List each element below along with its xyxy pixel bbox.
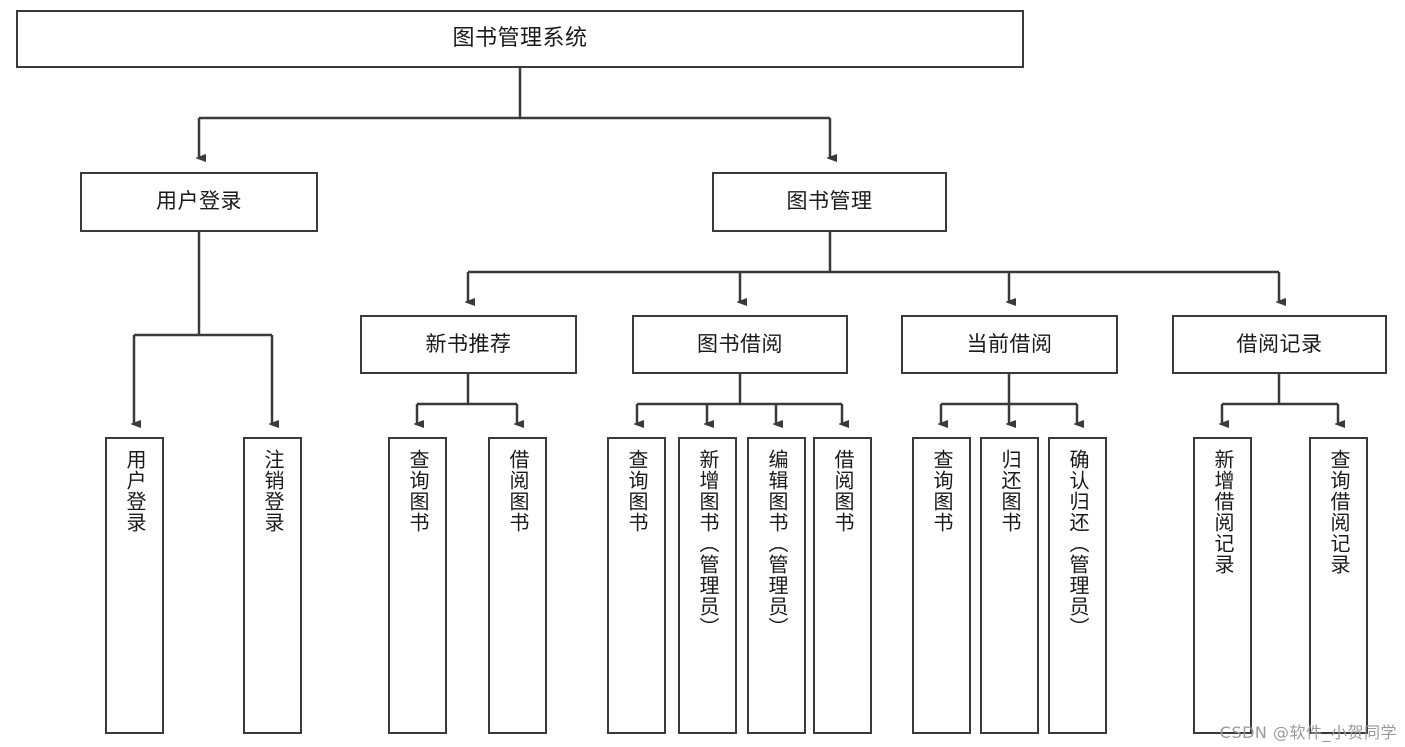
node-label: 借阅图书 xyxy=(831,449,855,533)
node-label: 借阅图书 xyxy=(506,449,530,533)
node-label: 图书管理系统 xyxy=(452,25,588,51)
node-label: 用户登录 xyxy=(123,449,147,533)
leaf-query-books-current[interactable]: 查询图书 xyxy=(912,437,971,734)
node-label: 新增图书（管理员） xyxy=(696,449,720,638)
node-label: 归还图书 xyxy=(998,449,1022,533)
leaf-confirm-return-admin[interactable]: 确认归还（管理员） xyxy=(1048,437,1107,734)
leaf-add-borrow-record[interactable]: 新增借阅记录 xyxy=(1193,437,1252,734)
leaf-query-borrow-record[interactable]: 查询借阅记录 xyxy=(1309,437,1368,734)
node-label: 当前借阅 xyxy=(966,331,1053,356)
leaf-edit-book-admin[interactable]: 编辑图书（管理员） xyxy=(747,437,806,734)
leaf-borrow-books-recommend[interactable]: 借阅图书 xyxy=(488,437,547,734)
node-label: 新增借阅记录 xyxy=(1211,449,1235,575)
node-root-book-management-system[interactable]: 图书管理系统 xyxy=(16,10,1024,68)
node-label: 确认归还（管理员） xyxy=(1066,449,1090,638)
node-label: 查询借阅记录 xyxy=(1327,449,1351,575)
node-label: 查询图书 xyxy=(930,449,954,533)
node-borrow-record[interactable]: 借阅记录 xyxy=(1172,315,1387,374)
node-label: 用户登录 xyxy=(156,189,242,214)
node-current-borrow[interactable]: 当前借阅 xyxy=(901,315,1118,374)
leaf-add-book-admin[interactable]: 新增图书（管理员） xyxy=(678,437,737,734)
node-label: 图书管理 xyxy=(786,189,873,214)
node-label: 注销登录 xyxy=(261,449,285,533)
node-book-management[interactable]: 图书管理 xyxy=(712,172,947,232)
node-user-login[interactable]: 用户登录 xyxy=(80,172,318,232)
node-label: 新书推荐 xyxy=(425,331,512,356)
node-label: 借阅记录 xyxy=(1236,331,1323,356)
leaf-logout[interactable]: 注销登录 xyxy=(243,437,302,734)
node-new-book-recommend[interactable]: 新书推荐 xyxy=(360,315,577,374)
node-label: 编辑图书（管理员） xyxy=(765,449,789,638)
leaf-return-books[interactable]: 归还图书 xyxy=(980,437,1039,734)
node-book-borrow[interactable]: 图书借阅 xyxy=(632,315,848,374)
leaf-user-login[interactable]: 用户登录 xyxy=(105,437,164,734)
leaf-query-books-recommend[interactable]: 查询图书 xyxy=(388,437,447,734)
node-label: 图书借阅 xyxy=(697,331,783,356)
leaf-query-books-borrow[interactable]: 查询图书 xyxy=(607,437,666,734)
node-label: 查询图书 xyxy=(406,449,430,533)
leaf-borrow-books[interactable]: 借阅图书 xyxy=(813,437,872,734)
node-label: 查询图书 xyxy=(625,449,649,533)
